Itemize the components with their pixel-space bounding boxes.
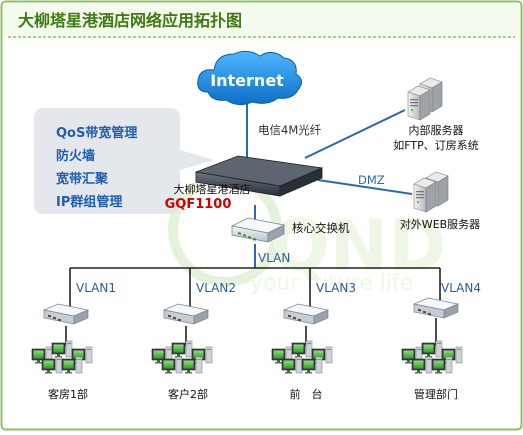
dmz-label: DMZ — [358, 173, 385, 187]
title-bar — [3, 3, 520, 37]
uplink-label: 电信4M光纤 — [258, 123, 322, 137]
vlan-group-4: VLAN4 管理部门 — [401, 281, 481, 401]
vlan-4-department-label: 管理部门 — [414, 387, 458, 401]
diagram-title: 大柳塔星港酒店网络应用拓扑图 — [18, 11, 242, 30]
internet-cloud: Internet — [197, 50, 302, 106]
vlan-4-label: VLAN4 — [441, 281, 481, 295]
features-callout: QoS带宽管理 防火墙 宽带汇聚 IP群组管理 — [34, 108, 214, 214]
vlan-1-label: VLAN1 — [76, 281, 116, 295]
vlan-bus — [65, 267, 441, 346]
internet-label: Internet — [210, 71, 284, 90]
internal-server-label: 内部服务器 — [409, 123, 464, 137]
vlan-group-2: VLAN2 客户2部 — [151, 281, 236, 401]
web-server-label: 对外WEB服务器 — [400, 217, 480, 231]
device-model-label: GQF1100 — [165, 197, 232, 212]
network-links — [246, 104, 413, 268]
link-device-web-server — [317, 179, 413, 195]
vlan-bus-label: VLAN — [258, 251, 290, 265]
vlan-group-3: VLAN3 前 台 — [271, 281, 356, 401]
watermark-slogan: your future life — [250, 271, 413, 296]
feature-ip-group: IP群组管理 — [56, 194, 122, 210]
vlan-2-department-label: 客户2部 — [168, 387, 208, 401]
gateway-device — [194, 155, 324, 235]
internal-server-description: 如FTP、订房系统 — [393, 138, 479, 152]
hotel-name-label: 大柳塔星港酒店 — [174, 182, 251, 196]
vlan-1-department-label: 客房1部 — [48, 387, 88, 401]
link-device-internal-server — [304, 109, 406, 159]
feature-firewall: 防火墙 — [56, 148, 95, 164]
vlan-3-department-label: 前 台 — [290, 387, 323, 401]
vlan-group-1: VLAN1 客房1部 — [31, 281, 116, 401]
core-switch-icon — [230, 217, 286, 243]
watermark: QND your future life — [168, 173, 446, 296]
watermark-brand: QND — [270, 205, 446, 287]
vlan-3-label: VLAN3 — [316, 281, 356, 295]
feature-qos: QoS带宽管理 — [56, 125, 137, 141]
core-switch-label: 核心交换机 — [292, 221, 350, 235]
feature-bandwidth-aggregation: 宽带汇聚 — [55, 171, 109, 187]
vlan-2-label: VLAN2 — [196, 281, 236, 295]
